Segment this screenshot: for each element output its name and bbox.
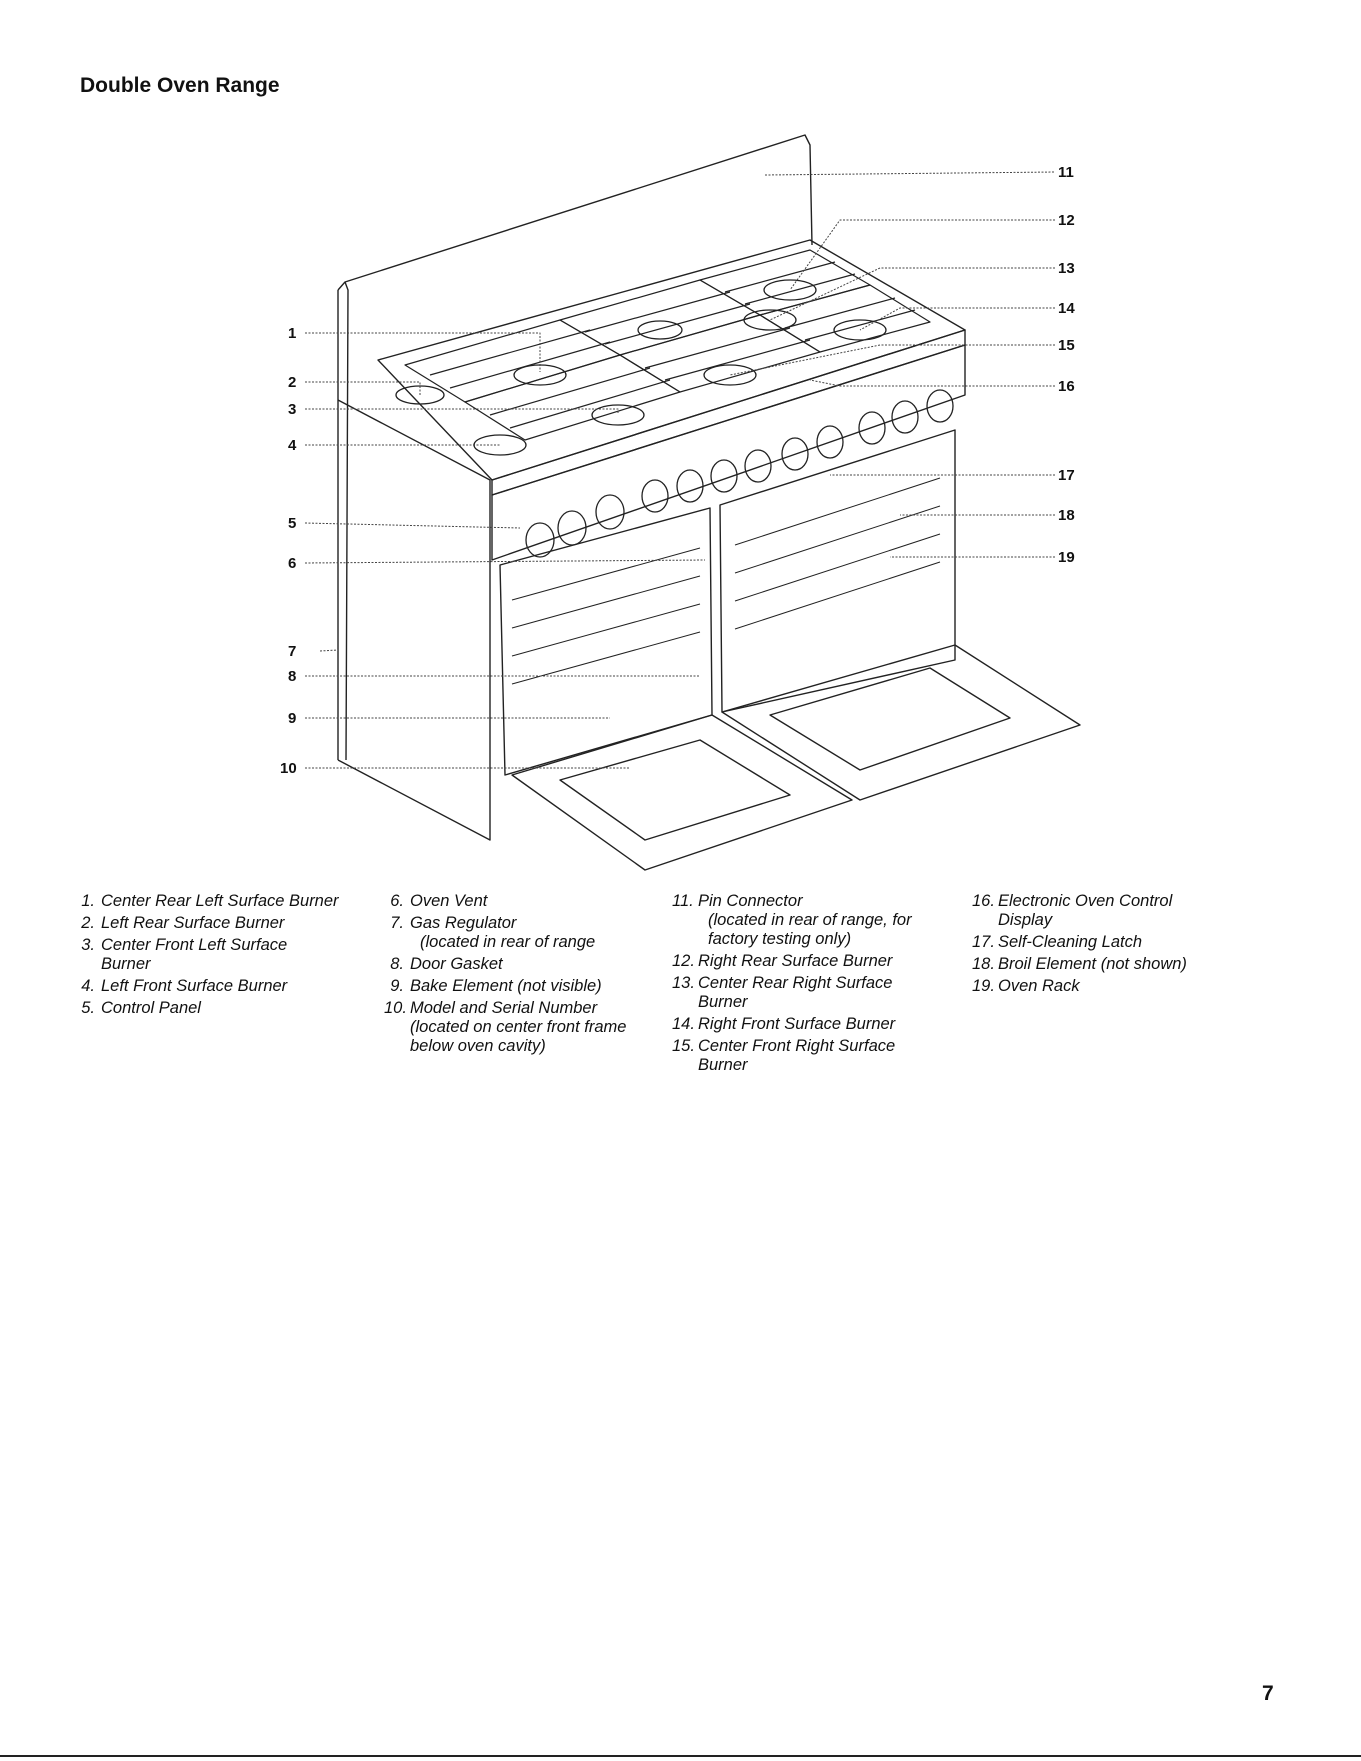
callout-3: 3 (288, 401, 296, 418)
callout-11: 11 (1058, 164, 1074, 181)
right-oven-cavity (719, 429, 956, 713)
callout-7: 7 (288, 643, 296, 660)
legend-item-19: 19.Oven Rack (972, 977, 1080, 995)
control-knobs (525, 389, 954, 558)
callout-numbers: 1 2 3 4 5 6 7 8 9 10 11 12 13 14 15 16 1… (280, 164, 1075, 777)
surface-burners (395, 279, 887, 456)
callout-13: 13 (1058, 260, 1075, 277)
callout-15: 15 (1058, 337, 1075, 354)
legend-item-10: 10.Model and Serial Number(located on ce… (384, 999, 627, 1055)
legend-item-18: 18.Broil Element (not shown) (972, 955, 1187, 973)
callout-18: 18 (1058, 507, 1075, 524)
callout-17: 17 (1058, 467, 1075, 484)
legend-item-9: 9.Bake Element (not visible) (390, 977, 602, 995)
legend-column-1: 1.Center Rear Left Surface Burner 2.Left… (75, 892, 375, 1021)
legend-item-4: 4.Left Front Surface Burner (81, 977, 288, 995)
legend-column-3: 11.Pin Connector(located in rear of rang… (672, 892, 972, 1078)
callout-19: 19 (1058, 549, 1075, 566)
callout-4: 4 (288, 437, 297, 454)
backguard (337, 134, 813, 291)
leader-lines (304, 171, 1056, 769)
right-oven-door (721, 644, 1081, 801)
legend-item-5: 5.Control Panel (81, 999, 201, 1017)
legend-item-11: 11.Pin Connector(located in rear of rang… (672, 892, 912, 948)
callout-16: 16 (1058, 378, 1075, 395)
legend-column-2: 6.Oven Vent 7.Gas Regulator(located in r… (384, 892, 684, 1059)
callout-5: 5 (288, 515, 296, 532)
side-panel (337, 399, 491, 841)
callout-8: 8 (288, 668, 296, 685)
legend-item-1: 1.Center Rear Left Surface Burner (81, 892, 339, 910)
control-panel (491, 344, 966, 561)
legend-item-8: 8.Door Gasket (390, 955, 503, 973)
left-oven-door (511, 714, 853, 871)
callout-9: 9 (288, 710, 296, 727)
legend-item-14: 14.Right Front Surface Burner (672, 1015, 896, 1033)
callout-1: 1 (288, 325, 296, 342)
legend-item-12: 12.Right Rear Surface Burner (672, 952, 893, 970)
cooktop-grates (404, 249, 931, 441)
cooktop (377, 239, 966, 481)
footer-rule (0, 1755, 1361, 1757)
legend-item-6: 6.Oven Vent (390, 892, 488, 910)
callout-14: 14 (1058, 300, 1075, 317)
callout-2: 2 (288, 374, 296, 391)
callout-10: 10 (280, 760, 297, 777)
callout-6: 6 (288, 555, 296, 572)
left-oven-cavity (499, 507, 713, 776)
legend-item-2: 2.Left Rear Surface Burner (81, 914, 285, 932)
page-number: 7 (1262, 1682, 1274, 1705)
legend-item-7: 7.Gas Regulator(located in rear of range (390, 914, 596, 951)
legend-item-17: 17.Self-Cleaning Latch (972, 933, 1143, 951)
callout-12: 12 (1058, 212, 1075, 229)
page-title: Double Oven Range (80, 74, 280, 97)
oven-racks (511, 477, 941, 685)
